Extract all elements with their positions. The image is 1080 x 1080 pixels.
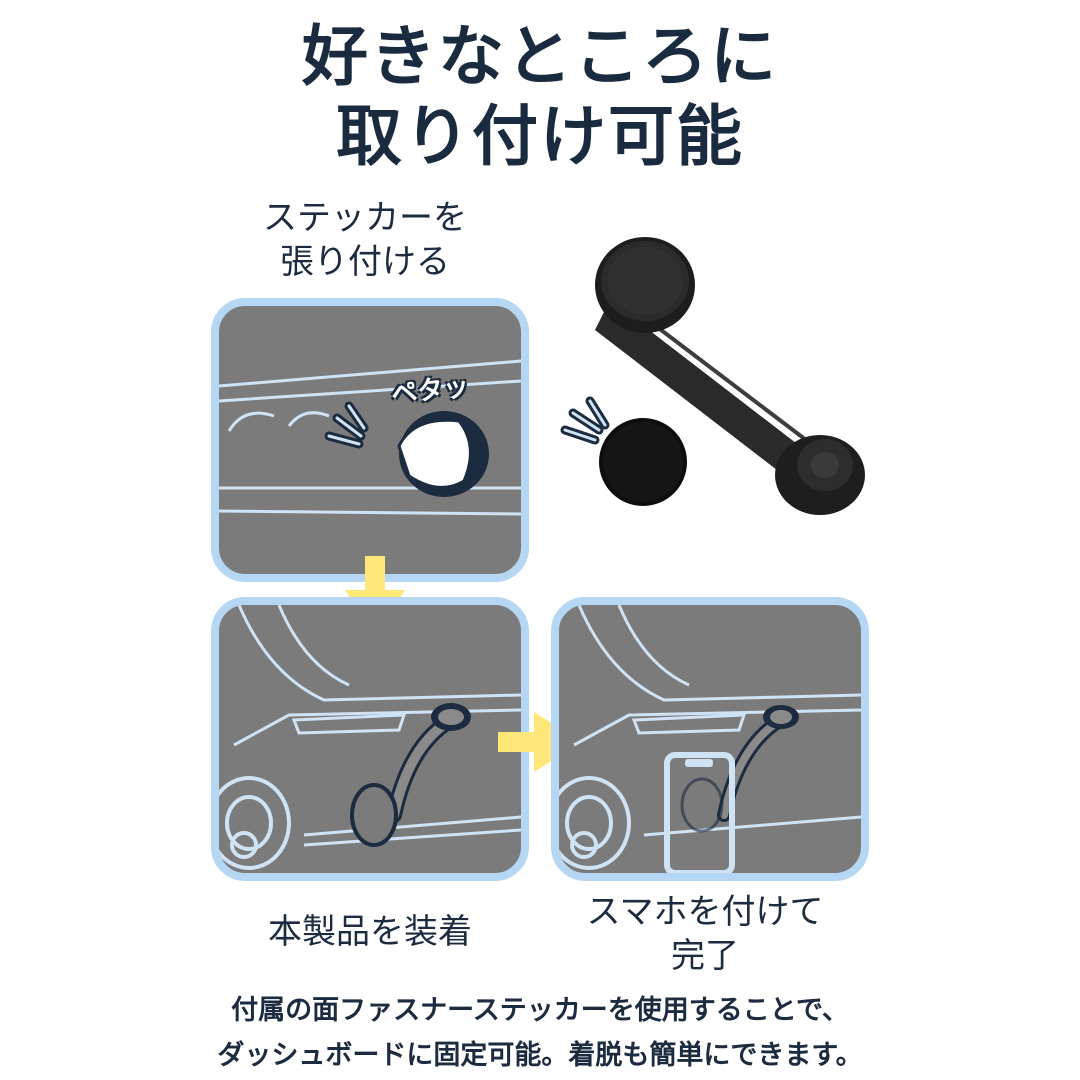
step-sticker-label-line-1: ステッカーを [263, 198, 467, 238]
step-phone-label-line-2: 完了 [671, 936, 739, 976]
panel-mount [211, 597, 529, 881]
product-photo [560, 237, 865, 515]
headline-line-2: 取り付け可能 [336, 98, 744, 175]
step-sticker-label: ステッカーを 張り付ける [240, 196, 490, 284]
step-phone-label-line-1: スマホを付けて [586, 892, 824, 932]
headline-line-1: 好きなところに [302, 18, 778, 95]
footer-line-1: 付属の面ファスナーステッカーを使用することで、 [231, 995, 849, 1026]
panel-sticker: ペタッ [211, 298, 529, 582]
step-sticker-label-line-2: 張り付ける [280, 242, 450, 282]
panel-phone [551, 597, 869, 881]
footer-line-2: ダッシュボードに固定可能。着脱も簡単にできます。 [217, 1040, 863, 1071]
step-phone-label: スマホを付けて 完了 [560, 890, 850, 978]
step-mount-label: 本製品を装着 [268, 912, 472, 952]
velcro-sticker-photo [599, 418, 687, 506]
